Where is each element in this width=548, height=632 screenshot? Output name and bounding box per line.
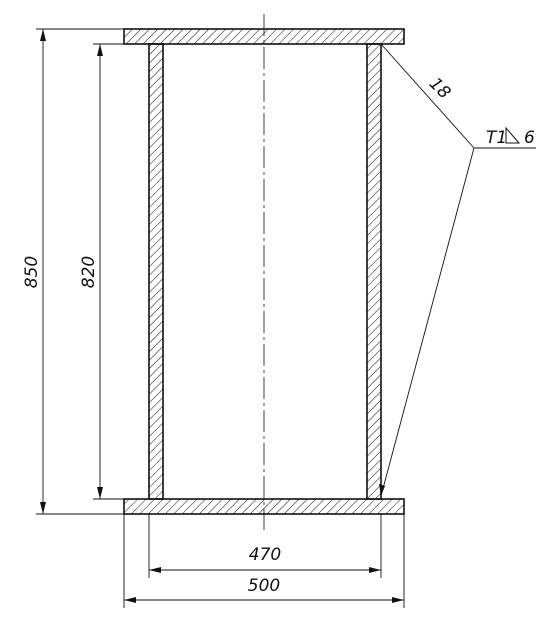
dimension-500-label: 500 [248, 576, 280, 596]
weld-callout-size: 6 [524, 128, 535, 148]
weld-callout: T1 6 [379, 126, 536, 497]
dimension-18-label: 18 [425, 74, 455, 104]
left-wall [148, 43, 164, 500]
right-wall [366, 43, 382, 500]
weld-triangle-icon [505, 126, 521, 144]
dimension-820: 820 [79, 43, 149, 500]
dimension-500: 500 [123, 514, 405, 608]
weld-callout-prefix: T1 [486, 128, 507, 148]
dimension-850: 850 [22, 28, 124, 515]
dimension-820-label: 820 [79, 256, 99, 288]
dimension-18: 18 [380, 43, 475, 149]
dimension-470: 470 [148, 514, 382, 578]
dimension-470-label: 470 [249, 545, 281, 565]
dimension-850-label: 850 [22, 256, 42, 288]
